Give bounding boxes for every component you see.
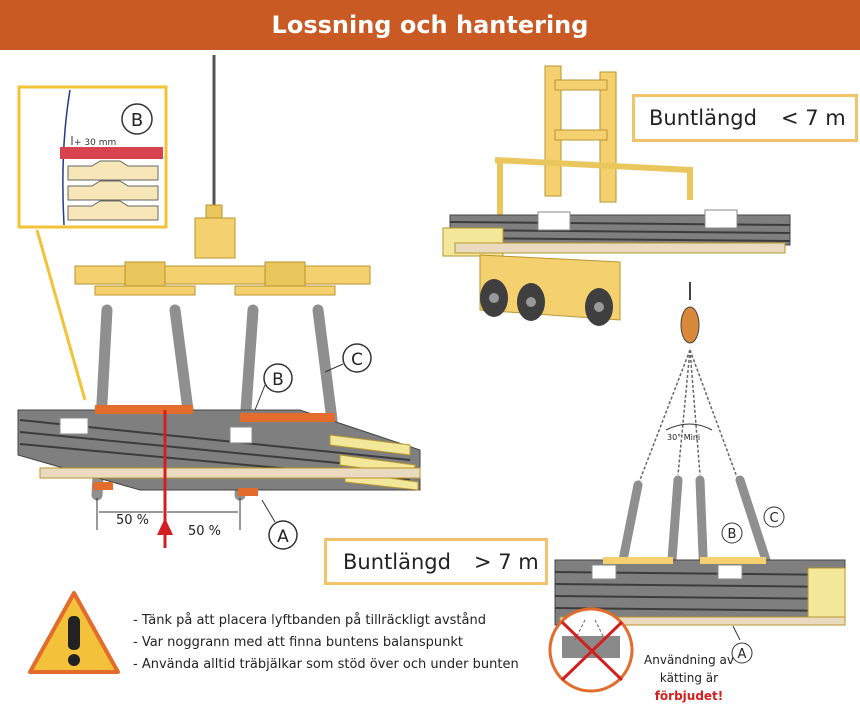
chain-note-forbidden: förbjudet! — [654, 689, 724, 703]
warning-notes: - Tänk på att placera lyftbanden på till… — [133, 610, 519, 676]
chain-angle-label: 30° Mini — [667, 433, 700, 442]
label-b-inset: B — [131, 110, 143, 131]
balance-right-label: 50 % — [188, 524, 221, 539]
warning-note-2: - Var noggrann med att finna buntens bal… — [133, 635, 464, 650]
chain-lift-scene: 30° Mini B C A — [554, 282, 846, 664]
label-b-chain: B — [728, 527, 737, 542]
long-bundle-name: Buntlängd — [343, 550, 451, 574]
short-bundle-value: < 7 m — [781, 106, 846, 130]
page-title: Lossning och hantering — [0, 0, 860, 50]
label-a-main: A — [277, 527, 289, 547]
label-c-chain: C — [769, 511, 778, 526]
short-bundle-name: Buntlängd — [649, 106, 757, 130]
offset-label: + 30 mm — [74, 138, 116, 148]
label-c-main: C — [351, 350, 363, 370]
warning-note-1: - Tänk på att placera lyftbanden på till… — [133, 613, 486, 628]
forklift-scene — [442, 65, 791, 326]
balance-left-label: 50 % — [116, 513, 149, 528]
forbidden-chain-icon — [548, 607, 634, 693]
chain-note-line2: kätting är — [659, 671, 719, 685]
long-bundle-value: > 7 m — [474, 550, 539, 574]
warning-icon — [28, 591, 120, 674]
short-bundle-label: Buntlängd < 7 m — [632, 94, 858, 142]
label-a-chain: A — [738, 647, 747, 662]
warning-note-3: - Använda alltid träbjälkar som stöd öve… — [133, 657, 519, 672]
spreader-beam-scene: 50 % 50 % B C A — [17, 55, 421, 550]
chain-note-line1: Användning av — [644, 653, 734, 667]
chain-forbidden-note: Användning av kätting är förbjudet! — [628, 651, 750, 705]
long-bundle-label: Buntlängd > 7 m — [324, 538, 548, 585]
detail-inset: + 30 mm B — [17, 85, 168, 401]
label-b-main: B — [272, 370, 284, 390]
